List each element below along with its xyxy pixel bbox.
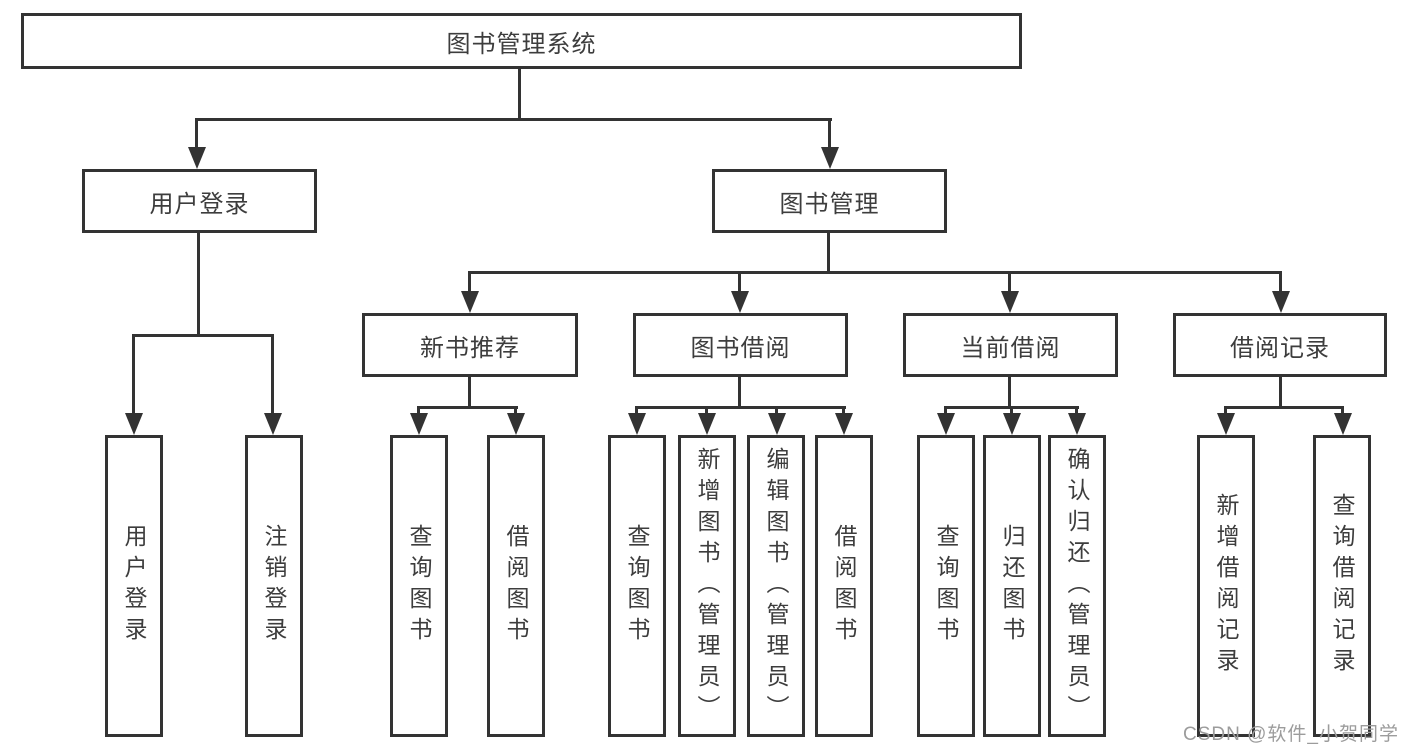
node-new-book-recommendation: 新书推荐 xyxy=(362,313,578,377)
arrow-down-icon xyxy=(628,413,646,435)
arrow-down-icon xyxy=(1068,413,1086,435)
arrow-down-icon xyxy=(125,413,143,435)
arrow-down-icon xyxy=(1001,291,1019,313)
connector-line xyxy=(635,406,638,416)
node-label: 确认归还（管理员） xyxy=(1064,446,1090,726)
node-label: 借阅记录 xyxy=(1230,334,1330,362)
node-label: 注销登录 xyxy=(261,524,287,648)
node-label: 查询图书 xyxy=(933,524,959,648)
node-label: 查询图书 xyxy=(406,524,432,648)
node-label: 借阅图书 xyxy=(831,524,857,648)
connector-line xyxy=(1341,406,1344,416)
node-label: 图书管理 xyxy=(779,190,880,218)
leaf-search-books-borrowing: 查询图书 xyxy=(608,435,666,737)
leaf-logout: 注销登录 xyxy=(245,435,303,737)
connector-line xyxy=(828,118,831,150)
connector-line xyxy=(738,271,741,295)
arrow-down-icon xyxy=(1272,291,1290,313)
node-user-login: 用户登录 xyxy=(82,169,317,233)
leaf-borrow-books-recommend: 借阅图书 xyxy=(487,435,545,737)
node-label: 用户登录 xyxy=(149,190,250,218)
leaf-add-books-admin: 新增图书（管理员） xyxy=(678,435,736,737)
connector-line xyxy=(132,334,274,337)
connector-line xyxy=(1224,406,1344,409)
leaf-confirm-return-admin: 确认归还（管理员） xyxy=(1048,435,1106,737)
connector-line xyxy=(775,406,778,416)
node-root-library-management-system: 图书管理系统 xyxy=(21,13,1022,69)
leaf-user-login: 用户登录 xyxy=(105,435,163,737)
arrow-down-icon xyxy=(1003,413,1021,435)
node-label: 图书借阅 xyxy=(690,334,791,362)
connector-line xyxy=(417,406,420,416)
node-label: 查询图书 xyxy=(624,524,650,648)
node-label: 当前借阅 xyxy=(960,334,1061,362)
connector-line xyxy=(1224,406,1227,416)
arrow-down-icon xyxy=(410,413,428,435)
connector-line xyxy=(197,233,200,337)
node-label: 新增借阅记录 xyxy=(1213,493,1239,679)
node-label: 新增图书（管理员） xyxy=(694,446,720,726)
connector-line xyxy=(417,406,518,409)
connector-line xyxy=(1279,271,1282,295)
arrow-down-icon xyxy=(1217,413,1235,435)
connector-line xyxy=(842,406,845,416)
arrow-down-icon xyxy=(768,413,786,435)
connector-line xyxy=(514,406,517,416)
connector-line xyxy=(195,118,198,150)
arrow-down-icon xyxy=(461,291,479,313)
connector-line xyxy=(705,406,708,416)
arrow-down-icon xyxy=(698,413,716,435)
arrow-down-icon xyxy=(937,413,955,435)
node-label: 借阅图书 xyxy=(503,524,529,648)
node-book-borrowing: 图书借阅 xyxy=(633,313,848,377)
node-current-borrowing: 当前借阅 xyxy=(903,313,1118,377)
node-label: 查询借阅记录 xyxy=(1329,493,1355,679)
connector-line xyxy=(271,334,274,416)
leaf-borrow-books: 借阅图书 xyxy=(815,435,873,737)
connector-line xyxy=(196,118,832,121)
arrow-down-icon xyxy=(731,291,749,313)
leaf-edit-books-admin: 编辑图书（管理员） xyxy=(747,435,805,737)
leaf-add-borrow-record: 新增借阅记录 xyxy=(1197,435,1255,737)
node-label: 新书推荐 xyxy=(420,334,520,362)
node-borrowing-records: 借阅记录 xyxy=(1173,313,1387,377)
arrow-down-icon xyxy=(188,147,206,169)
connector-line xyxy=(1008,377,1011,409)
connector-line xyxy=(635,406,846,409)
arrow-down-icon xyxy=(507,413,525,435)
connector-line xyxy=(738,377,741,409)
connector-line xyxy=(468,271,471,295)
connector-line xyxy=(468,271,1282,274)
arrow-down-icon xyxy=(1334,413,1352,435)
csdn-watermark: CSDN @软件_小贺同学 xyxy=(1183,724,1399,745)
connector-line xyxy=(518,69,521,119)
node-book-management: 图书管理 xyxy=(712,169,947,233)
arrow-down-icon xyxy=(835,413,853,435)
leaf-return-books: 归还图书 xyxy=(983,435,1041,737)
connector-line xyxy=(1010,406,1013,416)
arrow-down-icon xyxy=(821,147,839,169)
node-label: 图书管理系统 xyxy=(446,30,597,58)
leaf-search-borrow-record: 查询借阅记录 xyxy=(1313,435,1371,737)
connector-line xyxy=(827,233,830,273)
connector-line xyxy=(1075,406,1078,416)
arrow-down-icon xyxy=(264,413,282,435)
node-label: 归还图书 xyxy=(999,524,1025,648)
leaf-search-books-current: 查询图书 xyxy=(917,435,975,737)
connector-line xyxy=(468,377,471,409)
connector-line xyxy=(132,334,135,416)
connector-line xyxy=(1008,271,1011,295)
node-label: 用户登录 xyxy=(121,524,147,648)
connector-line xyxy=(944,406,947,416)
leaf-search-books-recommend: 查询图书 xyxy=(390,435,448,737)
connector-line xyxy=(1279,377,1282,409)
node-label: 编辑图书（管理员） xyxy=(763,446,789,726)
